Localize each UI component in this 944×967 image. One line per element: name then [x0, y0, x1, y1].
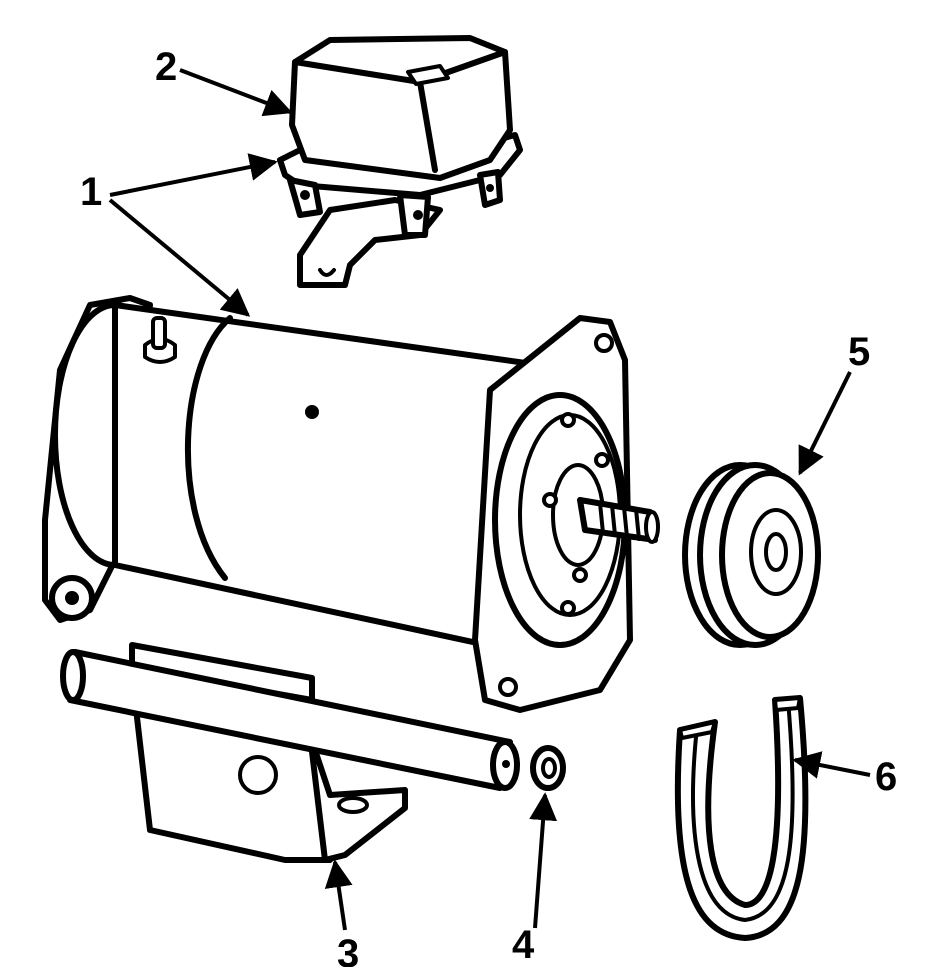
leader-lines: [108, 68, 871, 931]
washer: [530, 745, 566, 791]
mounting-bracket: [60, 642, 520, 863]
callout-2: 2: [155, 45, 177, 89]
callout-3: 3: [337, 932, 359, 967]
callout-4: 4: [512, 923, 535, 967]
callout-1: 1: [80, 170, 102, 214]
generator: [42, 295, 660, 713]
pulley: [682, 462, 821, 648]
drive-belt: [674, 695, 809, 941]
callout-5: 5: [848, 330, 870, 374]
voltage-regulator: [277, 35, 523, 288]
callout-6: 6: [875, 755, 897, 799]
